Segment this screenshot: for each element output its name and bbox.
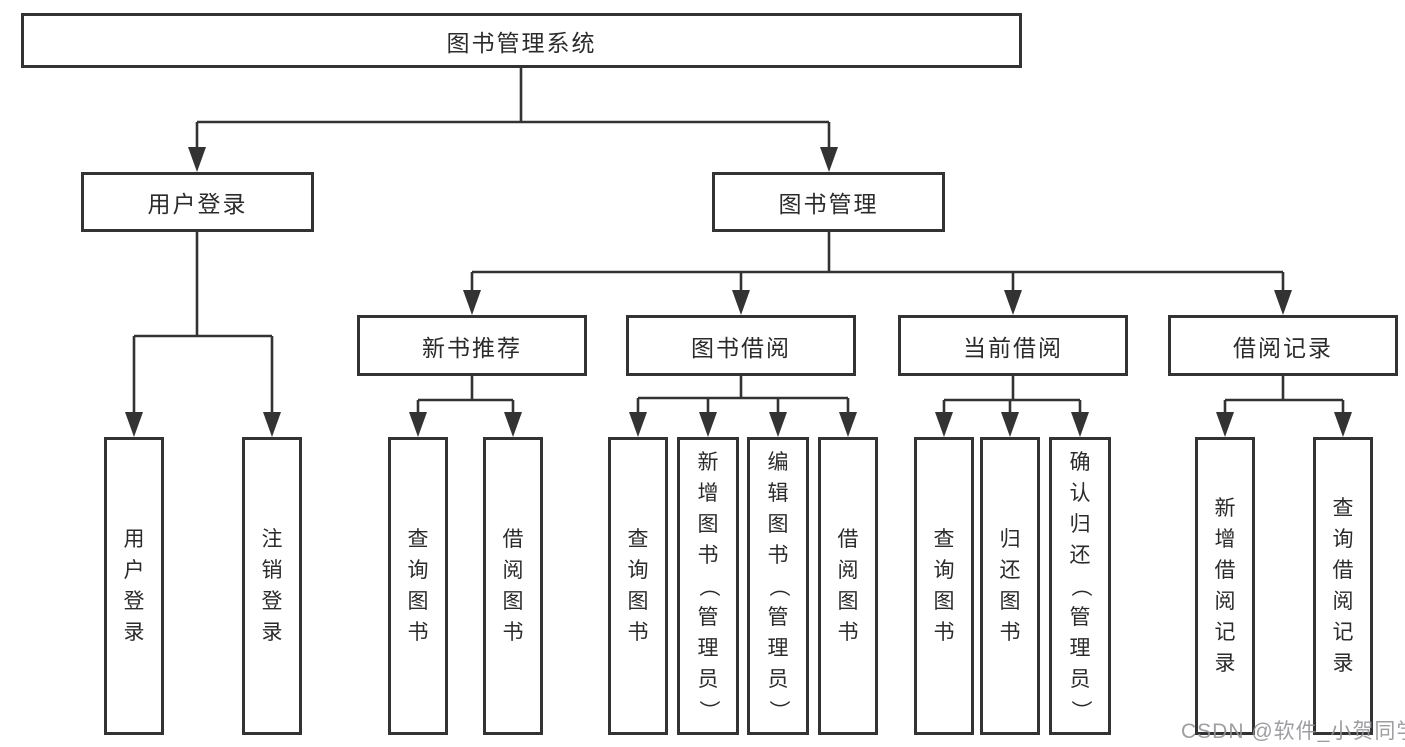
leaf-borrow-query-books: 查询图书 [608,437,668,735]
leaf-borrow-edit-books-admin: 编辑图书（管理员） [747,437,809,735]
leaf-recommend-query-books: 查询图书 [388,437,448,735]
node-user-login: 用户登录 [81,172,314,232]
leaf-logout: 注销登录 [242,437,302,735]
leaf-borrow-add-books-admin: 新增图书（管理员） [677,437,739,735]
leaf-user-login: 用户登录 [104,437,164,735]
arrowhead-icons [125,147,1352,437]
leaf-borrow-borrow-books: 借阅图书 [818,437,878,735]
leaf-recommend-borrow-books: 借阅图书 [483,437,543,735]
leaf-records-add-record: 新增借阅记录 [1195,437,1255,735]
leaf-current-return-books: 归还图书 [980,437,1040,735]
node-library-system: 图书管理系统 [21,13,1022,68]
leaf-records-query-record: 查询借阅记录 [1313,437,1373,735]
node-current-borrow: 当前借阅 [898,315,1128,376]
node-book-borrow: 图书借阅 [626,315,856,376]
node-borrow-records: 借阅记录 [1168,315,1398,376]
csdn-watermark: CSDN @软件_小贺同学 [1181,720,1405,743]
node-book-management: 图书管理 [712,172,945,232]
leaf-current-query-books: 查询图书 [914,437,974,735]
node-new-book-recommend: 新书推荐 [357,315,587,376]
leaf-current-confirm-return-admin: 确认归还（管理员） [1049,437,1111,735]
